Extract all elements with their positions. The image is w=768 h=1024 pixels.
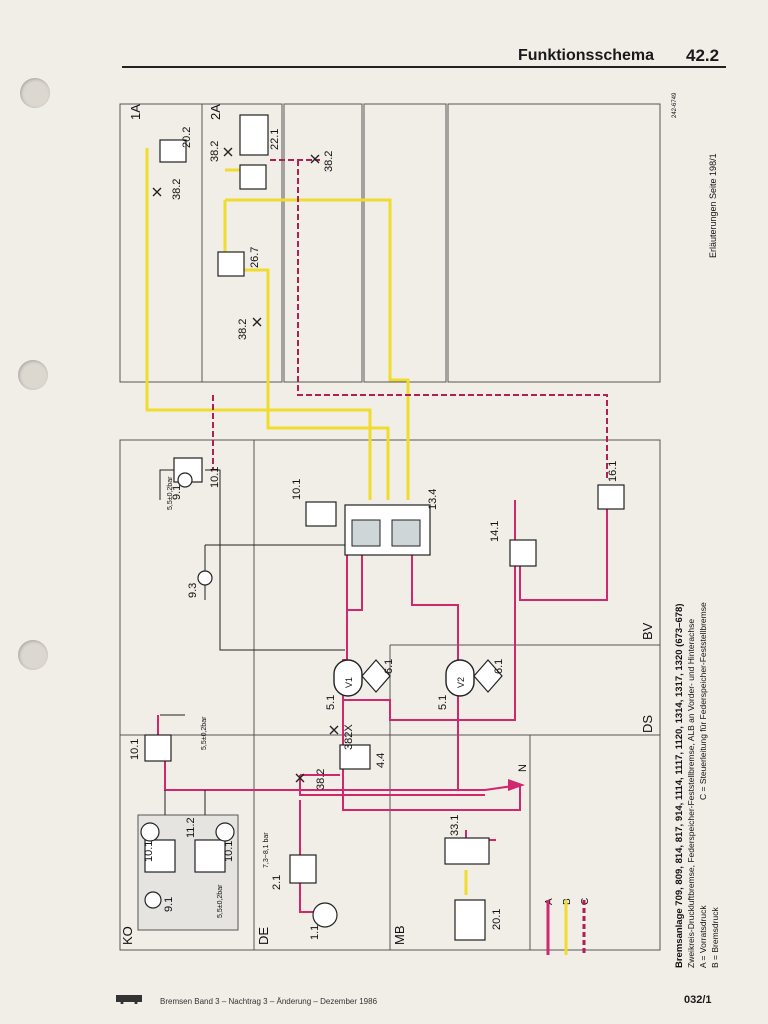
- component-10-1-ko: [144, 734, 172, 762]
- legend-a: A = Vorratsdruck: [698, 905, 708, 968]
- label-5-1-b: 5.1: [437, 695, 449, 710]
- component-33-1: [444, 837, 490, 865]
- label-4-4: 4.4: [375, 753, 387, 768]
- component-22-1: [239, 114, 269, 156]
- caption-line1: Zweikreis-Druckluftbremse, Federspeicher…: [686, 619, 696, 968]
- region-bv: BV: [640, 622, 655, 640]
- pressure-label-3: 5,5±0,2bar: [217, 884, 224, 918]
- component-4-4: [339, 744, 371, 770]
- label-14-1: 14.1: [489, 521, 501, 542]
- label-9-1-a: 9.1: [171, 485, 183, 500]
- pressure-label-1: 5,5±0,2bar: [167, 476, 174, 510]
- label-38-2-c: 38.2: [323, 151, 335, 172]
- component-10-1-ko-b: [194, 839, 226, 873]
- title-rule: [122, 66, 726, 68]
- binder-hole-bottom: [18, 360, 48, 390]
- publisher-logo: [116, 995, 142, 1004]
- section-number: 42.2: [686, 46, 720, 65]
- legend-b: B = Bremsdruck: [710, 907, 720, 968]
- label-6-1-b: 6.1: [493, 659, 505, 674]
- label-6-1-a: 6.1: [383, 659, 395, 674]
- label-38-2-d: 38.2: [237, 319, 249, 340]
- label-20-2: 20.2: [181, 127, 193, 148]
- gauge-left: [140, 822, 160, 842]
- region-1a: 1A: [128, 104, 143, 120]
- region-2a: 2A: [208, 104, 223, 120]
- component-22-1-lower: [239, 164, 267, 190]
- label-10-1-b: 10.1: [291, 479, 303, 500]
- label-11-2: 11.2: [185, 817, 197, 838]
- frame-4: [363, 103, 447, 383]
- component-16-1: [597, 484, 625, 510]
- region-ko: KO: [120, 926, 135, 945]
- label-38-2-e: 38.2: [315, 769, 327, 790]
- label-2-1: 2.1: [271, 875, 283, 890]
- label-1-1: 1.1: [309, 925, 321, 940]
- label-13-4: 13.4: [427, 489, 439, 510]
- component-26-7: [217, 251, 245, 277]
- tank-v2: [445, 659, 475, 697]
- label-38-2-b: 38.2: [209, 141, 221, 162]
- page-title: Funktionsschema: [518, 47, 655, 64]
- binder-hole-top: [20, 78, 50, 108]
- component-2-1: [289, 854, 317, 884]
- label-10-1-e: 10.1: [223, 841, 235, 862]
- frame-2a: [201, 103, 283, 383]
- compressor-1-1: [312, 902, 338, 928]
- label-9-1-b: 9.1: [163, 897, 175, 912]
- label-10-1-c: 10.1: [129, 739, 141, 760]
- ref-code: 242-6749: [672, 92, 678, 118]
- component-10-1-mid: [305, 501, 337, 527]
- label-10-1-d: 10.1: [143, 841, 155, 862]
- legend-c: C = Steuerleitung für Federspeicher-Fest…: [698, 602, 708, 800]
- label-38-2-a: 38.2: [171, 179, 183, 200]
- label-33-1: 33.1: [449, 815, 461, 836]
- label-v1: V1: [344, 677, 354, 688]
- region-mb: MB: [392, 926, 407, 946]
- filter-6-1-a: [361, 659, 391, 693]
- component-20-2: [159, 139, 187, 163]
- label-10-1-a: 10.1: [209, 467, 221, 488]
- lamp-9-3: [197, 570, 213, 586]
- explanation-note: Erläuterungen Seite 198/1: [708, 153, 718, 258]
- gauge-right: [215, 822, 235, 842]
- lamp-9-1-ko: [144, 891, 162, 909]
- pressure-label-2: 5,5±0,2bar: [201, 716, 208, 750]
- filter-6-1-b: [473, 659, 503, 693]
- component-20-1: [454, 899, 486, 941]
- region-ds: DS: [640, 715, 655, 733]
- page-number: 032/1: [684, 994, 712, 1006]
- tank-v1: [333, 659, 363, 697]
- label-v2: V2: [456, 677, 466, 688]
- label-382x: 382X: [343, 724, 355, 750]
- footer-text: Bremsen Band 3 – Nachtrag 3 – Änderung –…: [160, 997, 378, 1006]
- pressure-label-4: 7,3~8,1 bar: [263, 832, 270, 868]
- label-9-3: 9.3: [187, 583, 199, 598]
- frame-3: [283, 103, 363, 383]
- binder-hole-middle: [18, 640, 48, 670]
- component-14-1: [509, 539, 537, 567]
- marker-38-2-1a: [152, 187, 162, 197]
- label-16-1: 16.1: [607, 461, 619, 482]
- region-de: DE: [256, 927, 271, 945]
- lamp-9-1: [177, 472, 193, 488]
- label-20-1: 20.1: [491, 909, 503, 930]
- label-n: N: [517, 764, 529, 772]
- label-5-1-a: 5.1: [325, 695, 337, 710]
- caption-title: Bremsanlage 709, 809, 814, 817, 914, 111…: [674, 604, 685, 968]
- component-10-1-ko-a: [144, 839, 176, 873]
- frame-mb: [389, 734, 531, 951]
- label-22-1: 22.1: [269, 129, 281, 150]
- frame-5: [447, 103, 661, 383]
- label-26-7: 26.7: [249, 247, 261, 268]
